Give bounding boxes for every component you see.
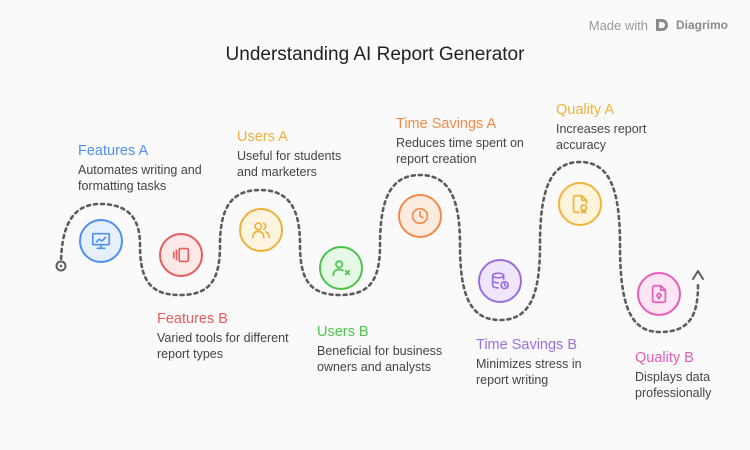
document-badge-icon [572,194,588,214]
cards-stack-icon [172,247,190,263]
desc-features-b: Varied tools for different report types [157,331,289,361]
heading-quality-b: Quality B [635,350,694,366]
desc-quality-a: Increases report accuracy [556,122,647,152]
heading-features-b: Features B [157,311,228,327]
diagram-title: Understanding AI Report Generator [225,44,525,65]
desc-quality-b: Displays data professionally [635,370,712,400]
clock-icon [411,207,429,225]
node-quality-b [637,272,681,316]
label-quality-b: Quality B Displays data professionally [635,350,750,401]
presentation-chart-icon [91,232,111,250]
node-features-b [159,233,203,277]
heading-users-b: Users B [317,324,369,340]
node-quality-a [558,182,602,226]
diagrimo-logo-icon [655,19,668,31]
heading-quality-a: Quality A [556,102,615,118]
label-users-a: Users A Useful for students and marketer… [237,129,407,180]
heading-features-a: Features A [78,143,149,159]
heading-users-a: Users A [237,129,288,145]
label-time-savings-b: Time Savings B Minimizes stress in repor… [476,337,646,388]
label-features-b: Features B Varied tools for different re… [157,311,327,362]
heading-time-savings-b: Time Savings B [476,337,577,353]
label-users-b: Users B Beneficial for business owners a… [317,324,487,375]
label-features-a: Features A Automates writing and formatt… [78,143,248,194]
watermark-brand: Diagrimo [675,18,728,32]
watermark: Made with Diagrimo [589,17,728,33]
desc-users-a: Useful for students and marketers [237,149,342,179]
desc-features-a: Automates writing and formatting tasks [78,163,202,193]
heading-time-savings-a: Time Savings A [396,116,497,132]
node-users-b [319,246,363,290]
user-remove-icon [332,260,351,277]
node-time-savings-b [478,259,522,303]
document-diamond-icon [651,284,667,304]
desc-users-b: Beneficial for business owners and analy… [317,344,443,374]
label-quality-a: Quality A Increases report accuracy [556,102,726,153]
node-time-savings-a [398,194,442,238]
database-clock-icon [491,272,509,290]
users-icon [251,222,271,239]
label-time-savings-a: Time Savings A Reduces time spent on rep… [396,116,566,167]
watermark-prefix: Made with [588,17,648,33]
dotted-path-line [59,160,700,334]
path-arrow-head [692,270,704,280]
desc-time-savings-b: Minimizes stress in report writing [476,357,582,387]
desc-time-savings-a: Reduces time spent on report creation [396,136,524,166]
node-features-a [79,219,123,263]
path-start-dot-center [59,264,63,268]
node-users-a [239,208,283,252]
